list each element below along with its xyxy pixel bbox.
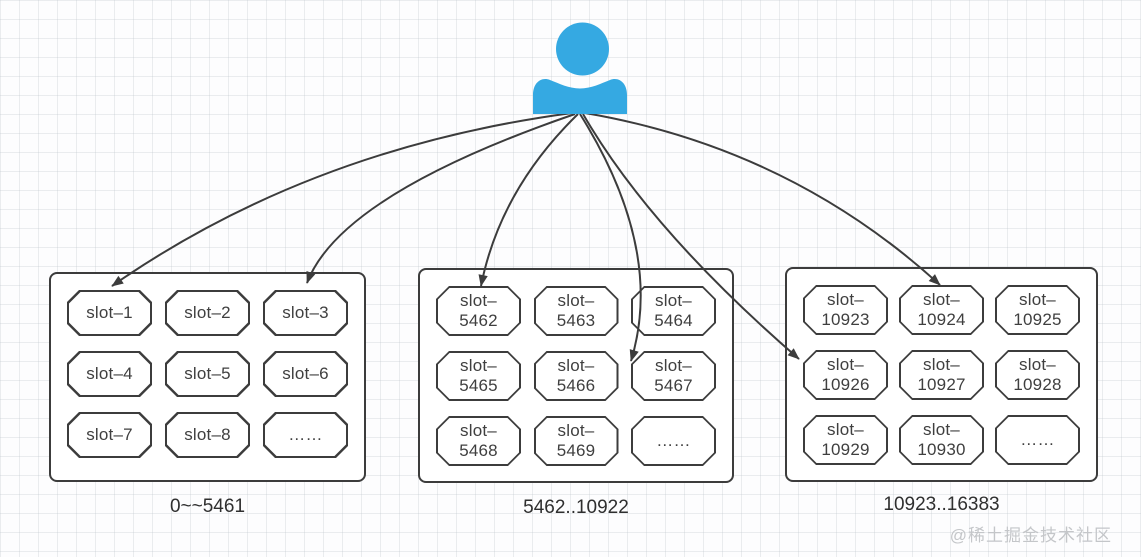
slot-label: slot– 10926 <box>821 355 870 394</box>
slot-label: slot– 5466 <box>556 356 596 395</box>
slot-octagon: slot–3 <box>263 290 348 336</box>
arrow-to-slot-5462 <box>478 113 579 287</box>
slot-octagon: slot– 5462 <box>436 286 521 336</box>
slot-octagon: slot–1 <box>67 290 152 336</box>
slot-label: slot– 10925 <box>1013 290 1062 329</box>
slot-octagon: slot– 5466 <box>534 351 619 401</box>
slot-label: slot– 5463 <box>556 291 596 330</box>
slot-octagon: …… <box>631 416 716 466</box>
range-label-3: 10923..16383 <box>883 494 1000 515</box>
slot-label: slot–5 <box>184 364 231 383</box>
slot-octagon: slot– 10926 <box>803 350 888 400</box>
node-box-1: slot–1 slot–2 slot–3 slot–4 slot–5 slot–6 slot… <box>49 272 366 482</box>
slot-label: slot– 10927 <box>917 355 966 394</box>
arrow-to-slot-1 <box>111 112 573 287</box>
slot-octagon: slot– 5467 <box>631 351 716 401</box>
arrow-to-slot-3 <box>306 113 576 284</box>
slot-label: slot– 5465 <box>459 356 498 395</box>
slot-grid-1: slot–1 slot–2 slot–3 slot–4 slot–5 slot–6 slot… <box>51 274 364 474</box>
slot-label: …… <box>1020 430 1055 449</box>
range-label-1: 0~~5461 <box>169 496 246 517</box>
slot-label: slot– 10928 <box>1013 355 1062 394</box>
slot-label: slot– 10929 <box>821 420 870 459</box>
slot-octagon: …… <box>263 412 348 458</box>
slot-label: slot– 10923 <box>821 290 870 329</box>
slot-label: slot– 5467 <box>654 356 693 395</box>
slot-label: slot–4 <box>86 364 133 383</box>
slot-octagon: slot–5 <box>165 351 250 397</box>
slot-label: slot–7 <box>86 425 133 444</box>
slot-label: slot–2 <box>184 303 231 322</box>
slot-octagon: slot– 10925 <box>995 285 1080 335</box>
watermark: @稀土掘金技术社区 <box>949 526 1112 545</box>
slot-octagon: slot–8 <box>165 412 250 458</box>
slot-octagon: slot– 10923 <box>803 285 888 335</box>
slot-octagon: slot– 10927 <box>899 350 984 400</box>
node-box-2: slot– 5462 slot– 5463 slot– 5464 slot– 5465… <box>418 268 734 483</box>
slot-octagon: slot– 10929 <box>803 415 888 465</box>
slot-octagon: slot– 10930 <box>899 415 984 465</box>
slot-label: …… <box>288 425 323 444</box>
slot-octagon: slot– 5468 <box>436 416 521 466</box>
slot-octagon: …… <box>995 415 1080 465</box>
slot-label: slot–6 <box>282 364 329 383</box>
slot-label: slot– 10930 <box>917 420 966 459</box>
slot-octagon: slot–4 <box>67 351 152 397</box>
slot-octagon: slot– 5465 <box>436 351 521 401</box>
slot-octagon: slot–2 <box>165 290 250 336</box>
slot-label: slot– 5462 <box>459 291 498 330</box>
slot-label: …… <box>656 431 691 450</box>
arrow-to-slot-10924 <box>584 112 941 286</box>
slot-grid-2: slot– 5462 slot– 5463 slot– 5464 slot– 5465… <box>420 270 732 482</box>
slot-octagon: slot–7 <box>67 412 152 458</box>
node-box-3: slot– 10923 slot– 10924 slot– 10925 slot– 1… <box>785 267 1098 482</box>
slot-label: slot– 5468 <box>459 421 498 460</box>
slot-label: slot–1 <box>86 303 133 322</box>
slot-label: slot–8 <box>184 425 231 444</box>
user-head <box>556 22 609 76</box>
slot-grid-3: slot– 10923 slot– 10924 slot– 10925 slot– 1… <box>787 269 1096 481</box>
slot-octagon: slot– 10924 <box>899 285 984 335</box>
slot-octagon: slot– 5469 <box>534 416 619 466</box>
range-label-2: 5462..10922 <box>523 497 629 518</box>
slot-octagon: slot– 5464 <box>631 286 716 336</box>
slot-label: slot–3 <box>282 303 329 322</box>
slot-octagon: slot– 10928 <box>995 350 1080 400</box>
slot-label: slot– 5464 <box>654 291 693 330</box>
slot-octagon: slot–6 <box>263 351 348 397</box>
user-body <box>533 79 627 114</box>
slot-label: slot– 5469 <box>556 421 596 460</box>
user-icon <box>531 20 629 115</box>
slot-label: slot– 10924 <box>917 290 966 329</box>
slot-octagon: slot– 5463 <box>534 286 619 336</box>
